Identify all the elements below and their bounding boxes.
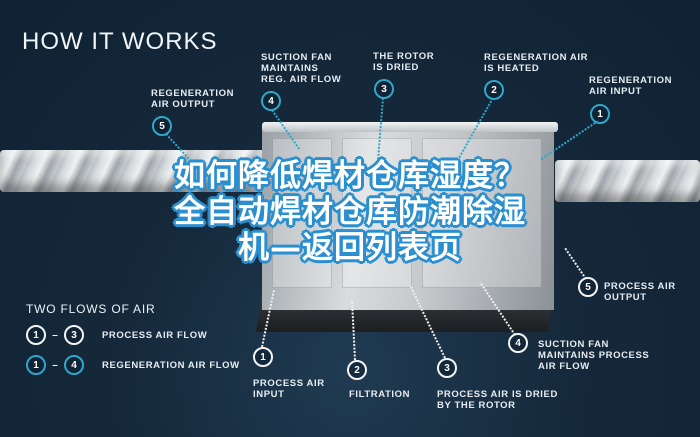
legend-dash: –	[52, 359, 58, 371]
right-duct	[555, 160, 700, 202]
step-1-regen-icon: 1	[590, 104, 610, 124]
overlay-article-title: 如何降低焊材仓库湿度？ 全自动焊材仓库防潮除湿 机—返回列表页	[0, 157, 700, 267]
overlay-title-line-3[interactable]: 机—返回列表页	[237, 229, 462, 267]
callout-filtration-label: FILTRATION	[349, 389, 411, 400]
step-4-process-icon: 4	[508, 333, 528, 353]
legend-to-icon: 4	[64, 355, 84, 375]
legend-row-process: 1 – 3 PROCESS AIR FLOW	[26, 325, 207, 345]
legend-row-regeneration: 1 – 4 REGENERATION AIR FLOW	[26, 355, 240, 375]
legend-title: TWO FLOWS OF AIR	[26, 302, 156, 316]
legend-from-icon: 1	[26, 325, 46, 345]
overlay-title-line-2: 全自动焊材仓库防潮除湿	[173, 193, 526, 231]
legend-from-icon: 1	[26, 355, 46, 375]
machine-top	[262, 122, 558, 132]
step-5-regen-icon: 5	[152, 116, 172, 136]
step-2-regen-icon: 2	[484, 80, 504, 100]
machine-body	[262, 130, 554, 310]
legend-to-icon: 3	[64, 325, 84, 345]
step-2-process-icon: 2	[347, 360, 367, 380]
legend-label: PROCESS AIR FLOW	[102, 329, 208, 341]
legend-label: REGENERATION AIR FLOW	[102, 359, 240, 371]
left-duct	[0, 150, 270, 192]
step-3-process-icon: 3	[437, 358, 457, 378]
step-4-regen-icon: 4	[261, 91, 281, 111]
step-5-process-icon: 5	[578, 277, 598, 297]
step-1-process-icon: 1	[253, 347, 273, 367]
legend-dash: –	[52, 329, 58, 341]
overlay-title-line-1: 如何降低焊材仓库湿度？	[173, 157, 526, 195]
page-title: HOW IT WORKS	[22, 28, 218, 55]
step-3-regen-icon: 3	[374, 79, 394, 99]
